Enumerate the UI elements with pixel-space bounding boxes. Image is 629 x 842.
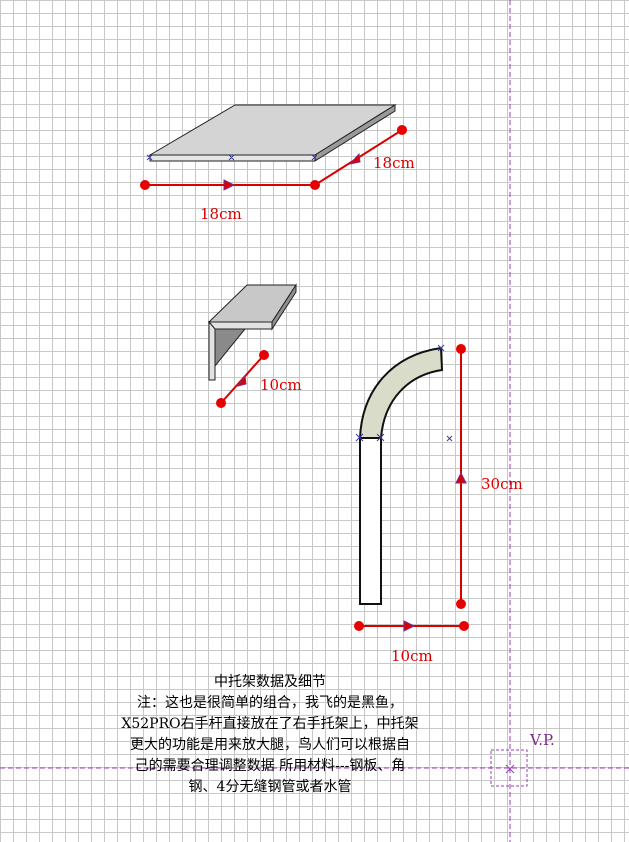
caption-line-3: 更大的功能是用来放大腿，鸟人们可以根据自 [130, 737, 410, 753]
tube-height-label: 30cm [481, 475, 523, 493]
tube-base-label: 10cm [391, 647, 433, 665]
caption-title: 中托架数据及细节 [214, 674, 326, 690]
plate-depth-label: 18cm [373, 154, 415, 172]
caption-line-2: X52PRO右手杆直接放在了右手托架上，中托架 [121, 716, 419, 732]
angle-leg-label: 10cm [260, 376, 302, 394]
caption-line-4: 己的需要合理调整数据 所用材料---钢板、角 [134, 758, 406, 774]
plate-depth-dimension [314, 125, 407, 186]
vanishing-point-label: V.P. [529, 731, 555, 749]
tube-height-dimension [455, 344, 467, 609]
caption-line-5: 钢、4分无缝钢管或者水管 [188, 779, 352, 795]
bent-tube [355, 344, 453, 605]
angle-leg-dimension [216, 350, 269, 408]
caption-block: 中托架数据及细节 注：这也是很简单的组合，我飞的是黑鱼， X52PRO右手杆直接… [70, 672, 470, 798]
plate-width-label: 18cm [200, 205, 242, 223]
tube-base-dimension [354, 620, 469, 632]
steel-plate [146, 104, 397, 162]
angle-steel [207, 283, 297, 381]
caption-line-1: 注：这也是很简单的组合，我飞的是黑鱼， [137, 695, 403, 711]
plate-width-dimension [140, 179, 320, 191]
